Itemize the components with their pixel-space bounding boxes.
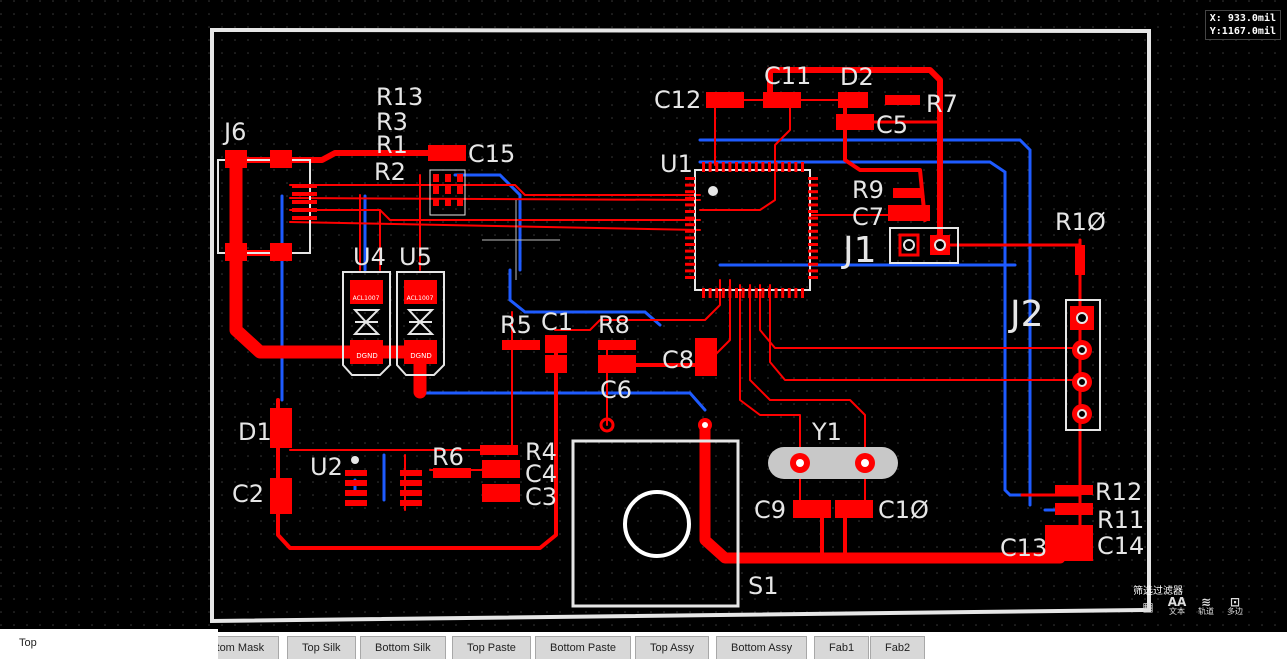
designator-c4: C4	[525, 460, 557, 488]
designator-c3: C3	[525, 483, 557, 511]
designator-r6: R6	[432, 443, 464, 471]
designator-c13: C13	[1000, 534, 1047, 562]
designator-d2: D2	[840, 63, 874, 91]
pcb-board[interactable]: J6R13R3R1R2C15U4U5C12C11D2R7C5U1R9C7J1R1…	[0, 0, 1287, 632]
layer-tool-icon[interactable]: ▦	[1142, 600, 1154, 614]
designator-c10: C1Ø	[878, 496, 929, 524]
designator-c7: C7	[852, 203, 884, 231]
designator-r7: R7	[926, 90, 958, 118]
tab-top-label[interactable]: Top	[19, 637, 37, 649]
tab-fab1[interactable]: Fab1	[814, 636, 870, 659]
filter-label[interactable]: 筛选过滤器	[1133, 586, 1183, 597]
designator-u5-bot: DGND	[410, 352, 431, 360]
tab-top-silk[interactable]: Top Silk	[287, 636, 356, 659]
designator-y1: Y1	[811, 418, 842, 446]
trace-tool-icon[interactable]: ≋轨道	[1198, 595, 1214, 616]
designator-r9: R9	[852, 176, 884, 204]
designator-u4-bot: DGND	[356, 352, 377, 360]
designator-c9: C9	[754, 496, 786, 524]
designator-r2: R2	[374, 158, 406, 186]
designator-r11: R11	[1097, 506, 1144, 534]
designator-u5: U5	[399, 243, 432, 271]
designator-u4-top: ACL1007	[353, 295, 380, 302]
designator-r1: R1	[376, 131, 408, 159]
designator-c8: C8	[662, 346, 694, 374]
designator-r3: R3	[376, 108, 408, 136]
designator-c6: C6	[600, 376, 632, 404]
designator-r4: R4	[525, 438, 557, 466]
coord-y: Y:1167.0mil	[1209, 26, 1276, 37]
designator-r13: R13	[376, 83, 423, 111]
tab-top-assy[interactable]: Top Assy	[635, 636, 710, 659]
designator-r5: R5	[500, 311, 532, 339]
board-outline	[210, 27, 1151, 624]
polygon-tool-icon[interactable]: ⊡多边	[1227, 595, 1243, 616]
designator-c15: C15	[468, 140, 515, 168]
designator-j1: J1	[841, 230, 877, 271]
designator-u4: U4	[353, 243, 386, 271]
designator-s1: S1	[748, 572, 779, 600]
designator-d1: D1	[238, 418, 272, 446]
designator-c12: C12	[654, 86, 701, 114]
designator-u5-top: ACL1007	[407, 295, 434, 302]
designator-r8: R8	[598, 311, 630, 339]
designator-r10: R1Ø	[1055, 208, 1106, 236]
designator-c11: C11	[764, 62, 811, 90]
designator-c14: C14	[1097, 532, 1144, 560]
coordinate-readout: X: 933.0mil Y:1167.0mil	[1204, 10, 1281, 40]
tab-overlay	[0, 629, 218, 659]
designator-c2: C2	[232, 480, 264, 508]
designator-u2: U2	[310, 453, 343, 481]
tab-fab2[interactable]: Fab2	[870, 636, 926, 659]
tab-top-paste[interactable]: Top Paste	[452, 636, 531, 659]
designator-j2: J2	[1008, 294, 1044, 335]
tab-bottom-paste[interactable]: Bottom Paste	[535, 636, 632, 659]
coord-x: X: 933.0mil	[1209, 13, 1276, 24]
designator-c5: C5	[876, 111, 908, 139]
designator-r12: R12	[1095, 478, 1142, 506]
designator-c1: C1	[541, 308, 573, 336]
tab-bottom-assy[interactable]: Bottom Assy	[716, 636, 808, 659]
designator-u1: U1	[660, 150, 693, 178]
tab-bottom-silk[interactable]: Bottom Silk	[360, 636, 446, 659]
designator-j6: J6	[222, 118, 246, 146]
